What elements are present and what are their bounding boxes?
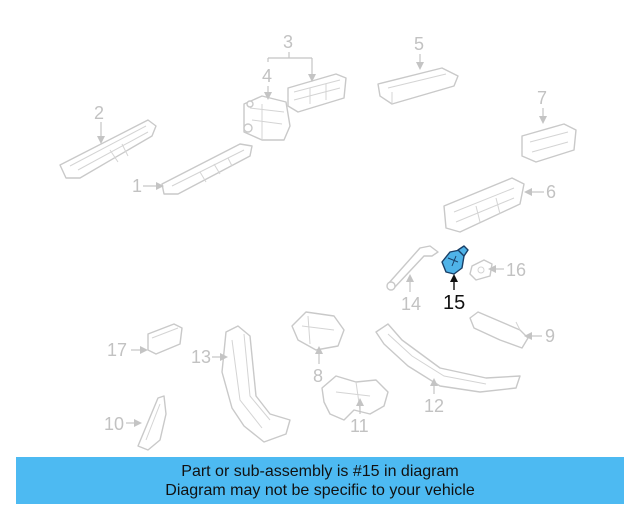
svg-text:8: 8 xyxy=(313,366,323,386)
svg-text:13: 13 xyxy=(191,347,211,367)
callout-6: 6 xyxy=(524,182,556,202)
parts-diagram: 2 1 3 4 5 xyxy=(59,32,577,451)
callout-11: 11 xyxy=(350,398,369,436)
part-3-center-vent xyxy=(287,73,347,113)
svg-text:10: 10 xyxy=(104,414,124,434)
callout-1: 1 xyxy=(132,176,164,196)
info-banner: Part or sub-assembly is #15 in diagram D… xyxy=(16,457,624,504)
part-5-filter xyxy=(377,67,459,105)
svg-text:12: 12 xyxy=(424,396,444,416)
callout-5: 5 xyxy=(414,34,424,70)
banner-line-2: Diagram may not be specific to your vehi… xyxy=(165,481,475,499)
callout-15: 15 xyxy=(443,274,465,314)
svg-text:4: 4 xyxy=(262,66,272,86)
callout-16: 16 xyxy=(488,260,526,280)
part-8-nozzle xyxy=(291,311,345,351)
part-13-floor-duct xyxy=(221,325,291,443)
svg-text:11: 11 xyxy=(350,416,369,436)
callout-12: 12 xyxy=(424,378,444,416)
part-2-defroster-vent xyxy=(59,119,157,179)
part-10-rear-duct xyxy=(137,395,167,451)
svg-text:7: 7 xyxy=(537,88,547,108)
part-11-elbow-duct xyxy=(321,375,389,421)
part-14-bracket xyxy=(386,245,439,291)
svg-text:17: 17 xyxy=(107,340,127,360)
callout-4: 4 xyxy=(262,66,272,100)
part-12-long-duct xyxy=(375,323,521,393)
svg-text:14: 14 xyxy=(401,294,421,314)
part-9-bracket xyxy=(469,311,529,349)
callout-3: 3 xyxy=(267,32,316,82)
svg-text:2: 2 xyxy=(94,103,104,123)
part-17-block xyxy=(147,323,183,355)
callout-10: 10 xyxy=(104,414,142,434)
callout-8: 8 xyxy=(313,346,323,386)
banner-line-1: Part or sub-assembly is #15 in diagram xyxy=(181,462,459,480)
part-15-highlighted-sensor xyxy=(441,245,469,275)
svg-text:1: 1 xyxy=(132,176,142,196)
part-6-dash-vent xyxy=(443,177,525,233)
part-4-actuator xyxy=(243,95,291,141)
svg-text:9: 9 xyxy=(545,326,555,346)
svg-text:15: 15 xyxy=(443,292,465,314)
svg-text:5: 5 xyxy=(414,34,424,54)
callout-14: 14 xyxy=(401,274,421,314)
part-7-side-vent xyxy=(521,123,577,163)
svg-text:6: 6 xyxy=(546,182,556,202)
svg-text:16: 16 xyxy=(506,260,526,280)
part-16-clip xyxy=(469,259,493,281)
callout-7: 7 xyxy=(537,88,547,124)
part-1-duct xyxy=(161,143,253,195)
callout-17: 17 xyxy=(107,340,148,360)
svg-text:3: 3 xyxy=(283,32,293,52)
callout-13: 13 xyxy=(191,347,228,367)
callout-9: 9 xyxy=(524,326,555,346)
callout-2: 2 xyxy=(94,103,105,144)
